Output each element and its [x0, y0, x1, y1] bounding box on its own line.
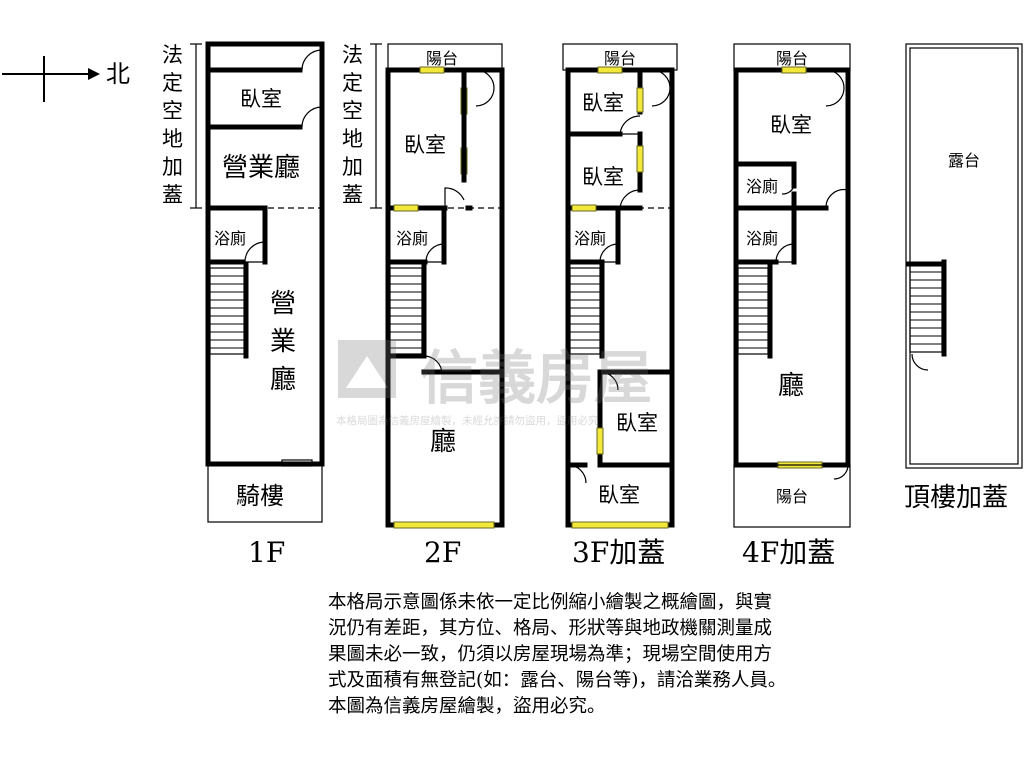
room-business-hall-top-1f: 營業廳 — [222, 153, 300, 183]
room-bedroom-4f: 臥室 — [770, 113, 812, 137]
room-bathroom-3f: 浴廁 — [574, 229, 606, 248]
floor-label-4f: 4F加蓋 — [742, 536, 835, 569]
room-bedroom4-3f: 臥室 — [598, 483, 640, 507]
room-hall-2f: 廳 — [430, 427, 456, 457]
room-bedroom2-3f: 臥室 — [582, 165, 624, 189]
room-bedroom-1f: 臥室 — [240, 87, 282, 111]
floor-label-1f: 1F — [248, 536, 285, 569]
svg-text:加: 加 — [342, 155, 363, 179]
watermark-note: 本格局圖為信義房屋繪製，未經允許請勿盜用，盜用必究 — [336, 414, 599, 427]
svg-text:空: 空 — [342, 99, 363, 123]
room-business-hall-char2-1f: 業 — [270, 327, 296, 357]
room-business-hall-char3-1f: 廳 — [270, 365, 296, 395]
room-bathroom2-4f: 浴廁 — [746, 229, 778, 248]
compass-label: 北 — [106, 60, 130, 88]
room-arcade-1f: 騎樓 — [236, 482, 284, 510]
svg-text:定: 定 — [342, 71, 363, 95]
disclaimer-line-2: 況仍有差距，其方位、格局、形狀等與地政機關測量成 — [328, 618, 773, 639]
room-balcony-bottom-4f: 陽台 — [776, 487, 808, 506]
disclaimer-line-1: 本格局示意圖係未依一定比例縮小繪製之概繪圖，與實 — [328, 592, 773, 613]
north-arrow-icon — [2, 56, 100, 102]
disclaimer-line-3: 果圖未必一致，仍須以房屋現場為準；現場空間使用方 — [328, 644, 773, 665]
staircase-1f — [209, 261, 249, 359]
floor-label-2f: 2F — [424, 536, 461, 569]
watermark-brand: 信義房屋 — [420, 344, 652, 412]
room-bedroom1-3f: 臥室 — [582, 91, 624, 115]
legal-open-space-note-1f: 法 定 空 地 加 蓋 — [162, 43, 202, 209]
floor-4f: 陽台 臥室 浴廁 浴廁 廳 陽台 4F加蓋 — [733, 43, 851, 569]
floor-1f: 法 定 空 地 加 蓋 — [162, 41, 325, 569]
room-bathroom1-4f: 浴廁 — [746, 177, 778, 196]
svg-text:定: 定 — [162, 71, 183, 95]
svg-text:加: 加 — [162, 155, 183, 179]
room-balcony-2f: 陽台 — [426, 49, 458, 68]
svg-text:地: 地 — [162, 127, 183, 151]
svg-text:蓋: 蓋 — [342, 183, 363, 207]
disclaimer-text: 本格局示意圖係未依一定比例縮小繪製之概繪圖，與實 況仍有差距，其方位、格局、形狀… — [328, 590, 918, 720]
floor-3f: 陽台 臥室 臥室 浴廁 臥室 臥室 3F加蓋 — [562, 43, 678, 569]
svg-text:蓋: 蓋 — [162, 183, 183, 207]
floor-label-3f: 3F加蓋 — [572, 536, 665, 569]
floor-2f: 法 定 空 地 加 蓋 — [342, 43, 505, 569]
room-bathroom-2f: 浴廁 — [396, 229, 428, 248]
floor-rooftop: 露台 頂樓加蓋 — [904, 43, 1023, 513]
room-terrace-rooftop: 露台 — [948, 151, 980, 170]
disclaimer-line-4: 式及面積有無登記(如：露台、陽台等)，請洽業務人員。 — [328, 670, 787, 691]
room-bathroom-1f: 浴廁 — [214, 229, 246, 248]
room-hall-4f: 廳 — [778, 371, 804, 401]
disclaimer-line-5: 本圖為信義房屋繪製，盜用必究。 — [328, 696, 606, 717]
room-bedroom-2f: 臥室 — [404, 133, 446, 157]
room-business-hall-char1-1f: 營 — [270, 289, 296, 319]
room-balcony-top-4f: 陽台 — [776, 49, 808, 68]
svg-text:法: 法 — [342, 43, 363, 67]
floor-label-rooftop: 頂樓加蓋 — [904, 483, 1008, 513]
room-bedroom3-3f: 臥室 — [616, 411, 658, 435]
svg-text:空: 空 — [162, 99, 183, 123]
svg-text:法: 法 — [162, 43, 183, 67]
brand-logo-icon — [338, 340, 396, 398]
watermark: 信義房屋 本格局圖為信義房屋繪製，未經允許請勿盜用，盜用必究 — [336, 340, 652, 427]
svg-text:地: 地 — [342, 127, 363, 151]
legal-open-space-note-2f: 法 定 空 地 加 蓋 — [342, 43, 382, 209]
room-balcony-3f: 陽台 — [604, 49, 636, 68]
